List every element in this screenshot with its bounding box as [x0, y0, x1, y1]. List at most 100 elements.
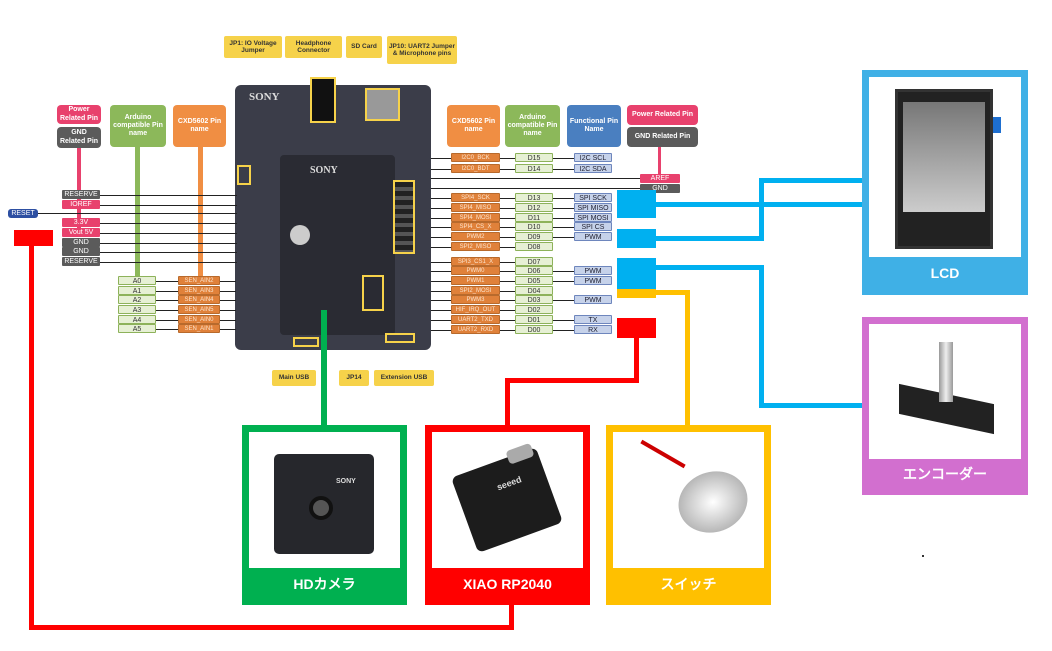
reset-red-block	[14, 230, 53, 246]
reset-wire	[37, 213, 237, 214]
function-pin: PWM	[574, 295, 612, 304]
label-sd-card: SD Card	[346, 36, 382, 58]
arduino-pin: D14	[515, 164, 553, 173]
function-pin: PWM	[574, 276, 612, 285]
right-pin-wire	[431, 158, 576, 159]
arduino-pin: A4	[118, 315, 156, 324]
switch-device: スイッチ	[606, 425, 771, 605]
function-pin: SPI MOSI	[574, 213, 612, 222]
left-power-wire	[100, 252, 237, 253]
cxd-pin: SPI4_MOSI	[451, 213, 500, 222]
left-header-cxd: CXD5602 Pin name	[173, 105, 226, 147]
arduino-pin: D01	[515, 315, 553, 324]
aref-wire	[431, 178, 641, 179]
xiao-block	[617, 318, 656, 338]
arduino-pin: D06	[515, 266, 553, 275]
arduino-pin: D04	[515, 286, 553, 295]
cxd-pin: SEN_AIN4	[178, 295, 220, 304]
arduino-pin: A5	[118, 324, 156, 333]
right-pin-wire	[431, 281, 576, 282]
wire-reset-a	[509, 605, 514, 630]
left-header-gnd: GND Related Pin	[57, 127, 101, 148]
xiao-brand: seeed	[495, 474, 523, 493]
encoder-device: エンコーダー	[862, 317, 1028, 495]
right-pin-wire	[431, 169, 576, 170]
left-power-pin: GND	[62, 238, 100, 247]
reset-pin: RESET	[8, 209, 38, 218]
arduino-pin: D09	[515, 232, 553, 241]
switch-block	[617, 289, 656, 298]
main-usb-port	[293, 337, 319, 347]
cxd-pin: PWM1	[451, 276, 500, 285]
left-header-power: Power Related Pin	[57, 105, 101, 124]
right-pin-wire	[431, 320, 576, 321]
wire-lcd-2c	[759, 178, 862, 183]
arduino-pin: A1	[118, 286, 156, 295]
board-brand: SONY	[249, 91, 280, 103]
stray-dot	[922, 555, 924, 557]
module-brand: SONY	[310, 165, 338, 176]
function-pin: SPI MISO	[574, 203, 612, 212]
wire-encoder-a	[656, 265, 764, 270]
lcd-screen	[903, 102, 985, 212]
cxd-pin: PWM2	[451, 232, 500, 241]
cxd-pin: SPI2_MOSI	[451, 286, 500, 295]
right-pin-wire	[431, 208, 576, 209]
function-pin: SPI SCK	[574, 193, 612, 202]
left-power-pin: RESERVE	[62, 257, 100, 266]
camera-device: SONY HDカメラ	[242, 425, 407, 605]
headphone-jack	[310, 77, 336, 123]
encoder-caption: エンコーダー	[868, 459, 1022, 489]
function-pin: PWM	[574, 266, 612, 275]
left-power-wire	[100, 205, 237, 206]
lcd-device: LCD	[862, 70, 1028, 295]
cxd-pin: SPI2_MISO	[451, 242, 500, 251]
cxd-pin: I2C0_BDT	[451, 164, 500, 173]
cxd-pin: SEN_AIN3	[178, 286, 220, 295]
left-power-pin: RESERVE	[62, 190, 100, 199]
right-header-functional: Functional Pin Name	[567, 105, 621, 147]
label-jp14: JP14	[339, 370, 369, 386]
wire-reset-c	[29, 246, 34, 630]
wire-xiao-c	[505, 378, 510, 425]
wire-xiao-a	[634, 338, 639, 383]
left-power-pin: 3.3V	[62, 218, 100, 227]
encoder-shaft	[939, 342, 953, 402]
wire-camera	[321, 310, 327, 425]
wire-reset-b	[29, 625, 514, 630]
right-pin-wire	[431, 271, 576, 272]
left-power-pin: GND	[62, 247, 100, 256]
jp10-header	[393, 180, 415, 254]
jp1-jumper	[237, 165, 251, 185]
right-header-power: Power Related Pin	[627, 105, 698, 125]
power-stem	[77, 148, 81, 228]
right-header-cxd: CXD5602 Pin name	[447, 105, 500, 147]
right-pin-wire	[431, 237, 576, 238]
spresense-logo-icon	[290, 225, 310, 245]
cxd-pin: SEN_AIN2	[178, 276, 220, 285]
camera-module: SONY	[274, 454, 374, 554]
cxd-pin: SPI4_SCK	[451, 193, 500, 202]
xiao-caption: XIAO RP2040	[431, 568, 584, 599]
left-power-wire	[100, 233, 237, 234]
cxd-pin: SEN_AIN5	[178, 305, 220, 314]
arduino-pin: D05	[515, 276, 553, 285]
right-power-stem	[658, 147, 661, 177]
arduino-pin: D07	[515, 257, 553, 266]
left-power-pin: Vout 5V	[62, 228, 100, 237]
cxd-pin: SEN_AIN1	[178, 324, 220, 333]
right-pin-wire	[431, 198, 576, 199]
left-power-wire	[100, 262, 237, 263]
function-pin: SPI CS	[574, 222, 612, 231]
arduino-pin: D02	[515, 305, 553, 314]
cxd-pin: PWM3	[451, 295, 500, 304]
label-jp1: JP1: IO Voltage Jumper	[224, 36, 282, 58]
arduino-pin: D08	[515, 242, 553, 251]
arduino-pin: D11	[515, 213, 553, 222]
right-header-arduino: Arduino compatible Pin name	[505, 105, 560, 147]
right-pin-wire	[431, 227, 576, 228]
xiao-board: seeed	[451, 442, 563, 553]
arduino-pin: D00	[515, 325, 553, 334]
cxd-pin: HIF_IRQ_OUT	[451, 305, 500, 314]
lcd-image	[895, 89, 993, 249]
